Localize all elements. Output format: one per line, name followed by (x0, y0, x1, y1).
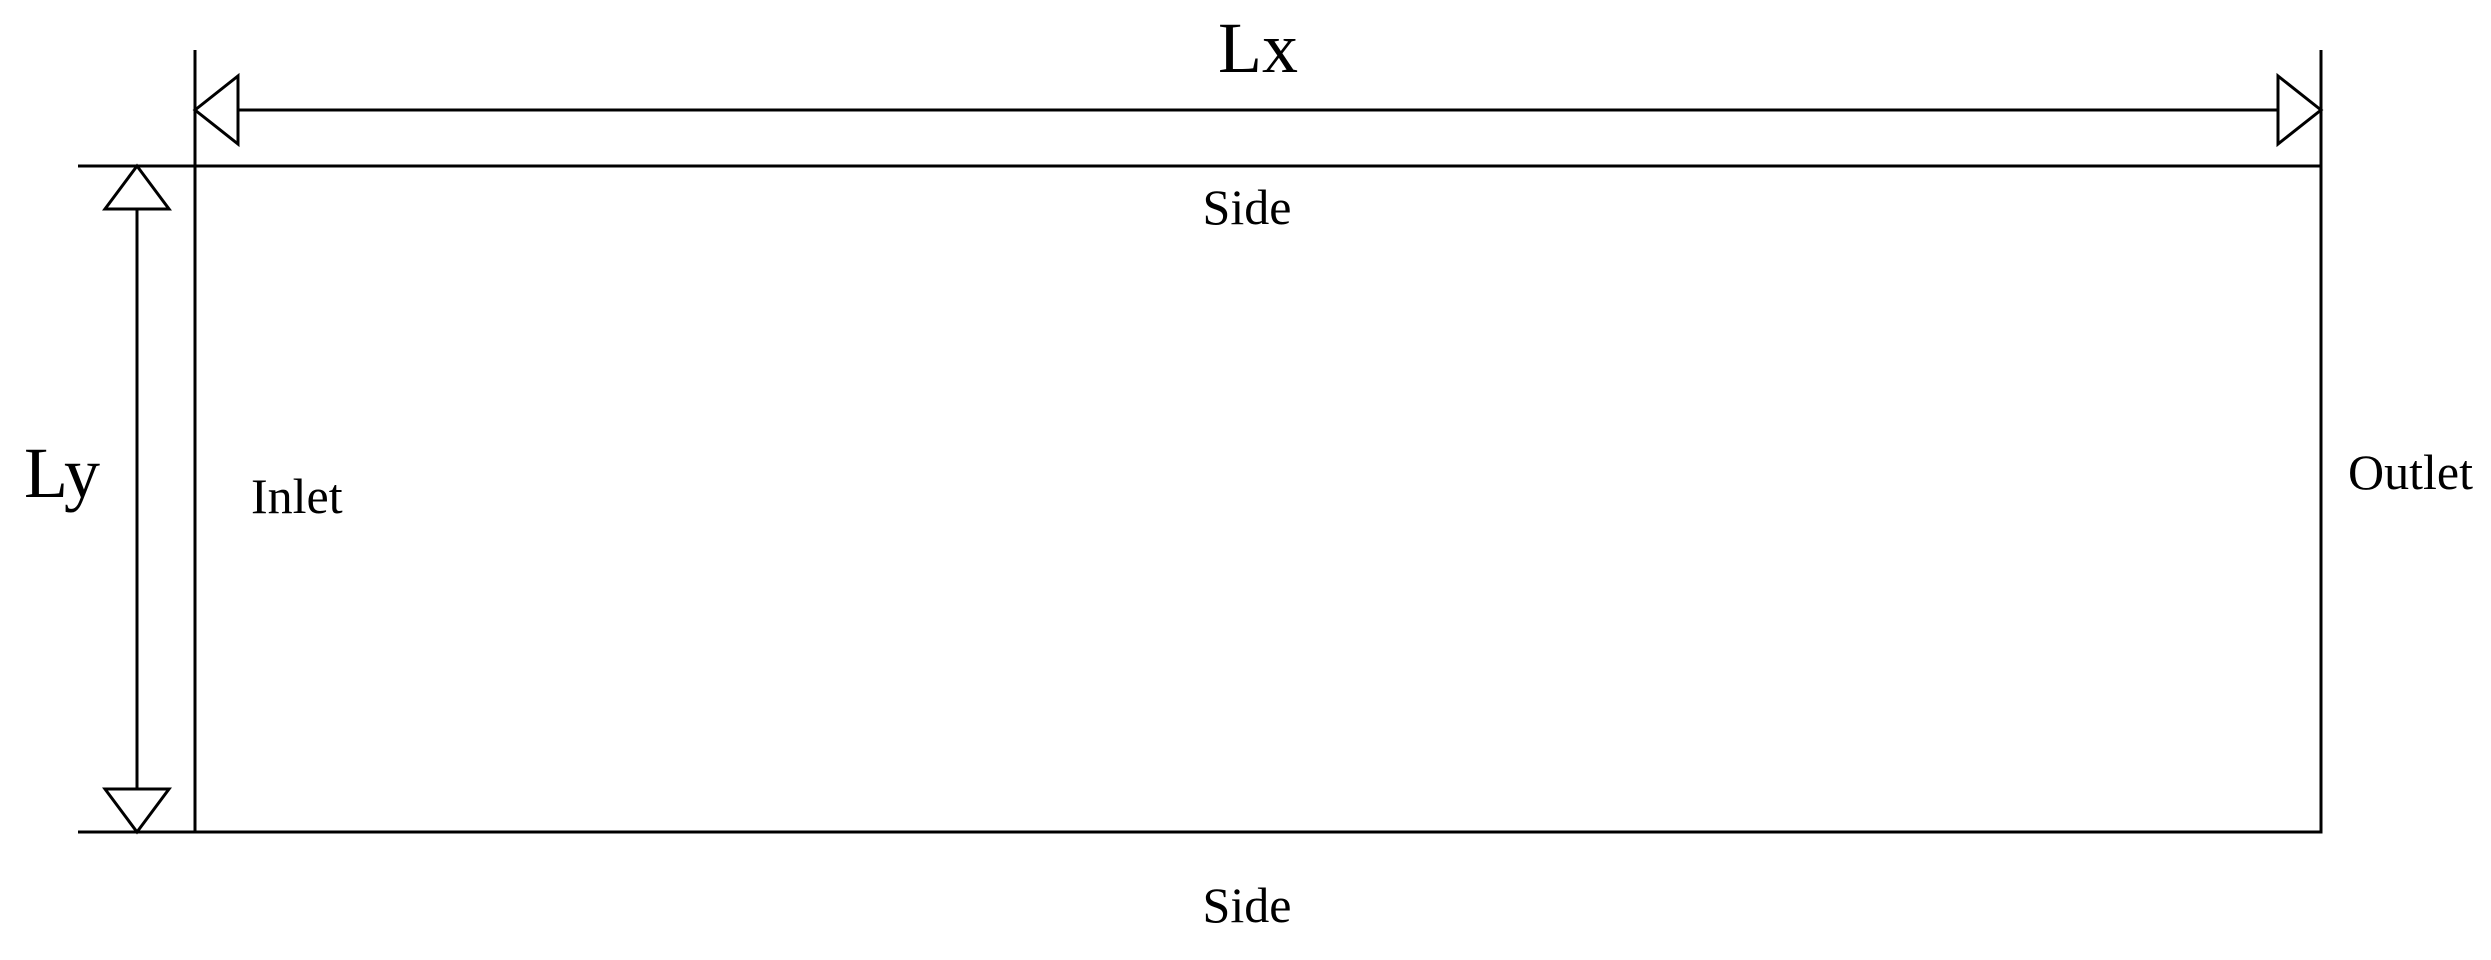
lx-right-arrowhead (2276, 72, 2324, 148)
bottom-boundary-label: Side (1203, 877, 1292, 933)
lx-label: Lx (1218, 8, 1298, 88)
lx-left-arrowhead (192, 72, 240, 148)
outlet-boundary-label: Outlet (2348, 444, 2473, 500)
ly-bottom-arrowhead (102, 787, 172, 835)
ly-top-arrowhead (102, 163, 172, 211)
domain-rectangle (193, 164, 2323, 834)
inlet-boundary-label: Inlet (251, 468, 343, 524)
ly-label: Ly (24, 433, 100, 513)
top-boundary-label: Side (1203, 179, 1292, 235)
